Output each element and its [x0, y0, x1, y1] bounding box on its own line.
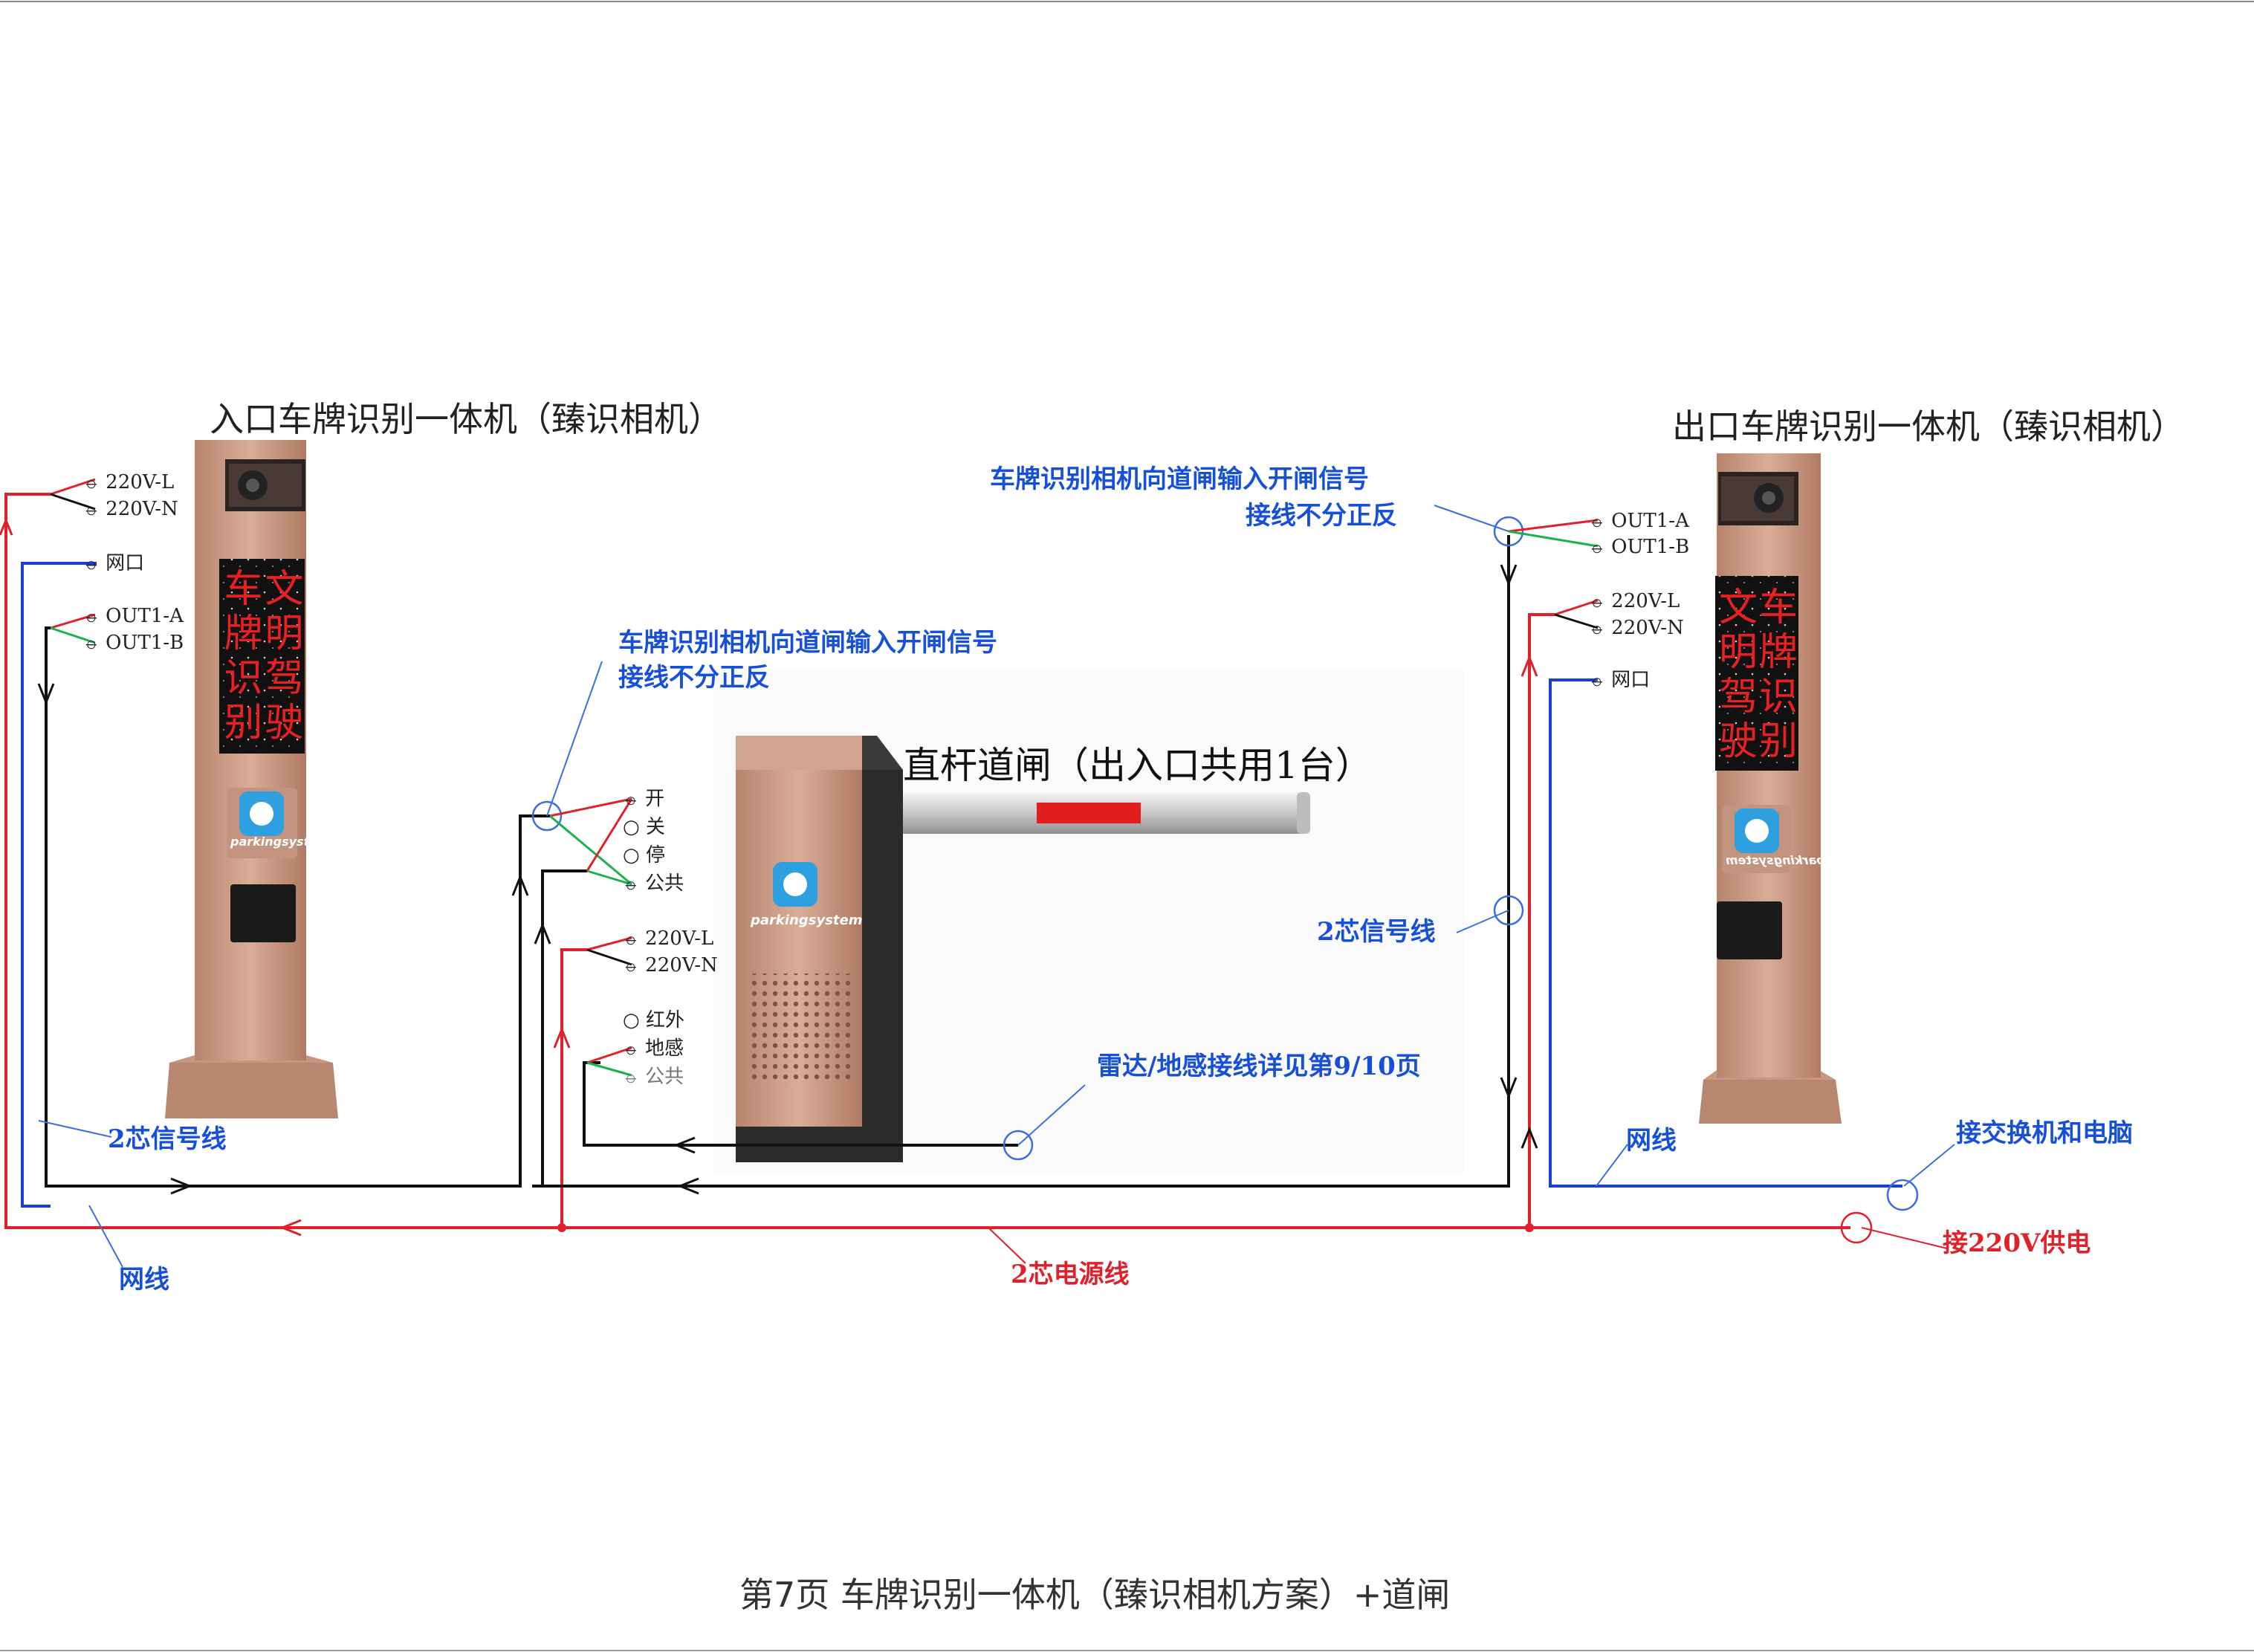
- entry-camera-title: 入口车牌识别一体机（臻识相机）: [210, 399, 722, 439]
- led-char: 识: [1758, 675, 1798, 719]
- terminal-gate-open: ⦵ 开: [623, 788, 665, 810]
- terminal-label: 220V-L: [106, 471, 175, 493]
- note-switch-pc: 接交换机和电脑: [1956, 1118, 2133, 1148]
- terminal-gate-close: ○ 关: [623, 816, 665, 838]
- terminal-label: 关: [645, 816, 665, 838]
- terminal-exit-220v-l: ⦵ 220V-L: [1589, 590, 1680, 612]
- terminal-entry-220v-l: ⦵ 220V-L: [83, 471, 175, 493]
- sensor-line: [583, 1061, 1018, 1147]
- note-signal-left-2: 接线不分正反: [618, 663, 770, 693]
- gate-brand-label: parkingsystem: [751, 913, 863, 928]
- power-junction-exit: [1525, 1223, 1534, 1232]
- note-signal-right-1: 车牌识别相机向道闸输入开闸信号: [990, 464, 1369, 494]
- terminal-label: 220V-N: [645, 954, 718, 976]
- terminal-entry-out1-b: ⦵ OUT1-B: [83, 632, 184, 654]
- power-line-exit: [1528, 613, 1555, 1228]
- note-radar-loop: 雷达/地感接线详见第9/10页: [1097, 1052, 1421, 1081]
- led-char: 别: [1758, 719, 1798, 764]
- terminal-label: OUT1-A: [1611, 510, 1689, 532]
- terminal-exit-network: ⦵ 网口: [1589, 669, 1651, 691]
- terminal-label: 220V-L: [645, 927, 714, 950]
- power-line-gate: [560, 948, 587, 1228]
- network-line-entry: [21, 562, 97, 1208]
- note-network-left: 网线: [119, 1265, 169, 1295]
- terminal-label: 220V-N: [1611, 617, 1684, 639]
- led-char: 驾: [265, 656, 304, 701]
- led-char: 别: [224, 701, 263, 745]
- terminal-exit-220v-n: ⦵ 220V-N: [1589, 617, 1684, 639]
- power-junction-gate: [557, 1223, 566, 1232]
- led-char: 车: [1758, 586, 1798, 630]
- terminal-entry-out1-a: ⦵ OUT1-A: [83, 605, 184, 627]
- terminal-label: 公共: [645, 1066, 684, 1088]
- led-char: 驶: [1718, 719, 1758, 764]
- flow-arrows: [37, 564, 1538, 1195]
- led-char: 文: [1718, 586, 1758, 630]
- exit-camera-title: 出口车牌识别一体机（臻识相机）: [1672, 406, 2185, 447]
- terminal-label: 220V-L: [1611, 590, 1680, 612]
- barrier-gate-title: 直杆道闸（出入口共用1台）: [903, 744, 1373, 787]
- terminal-entry-network: ⦵ 网口: [83, 552, 145, 574]
- led-char: 牌: [1758, 630, 1798, 675]
- terminal-label: 网口: [1611, 669, 1651, 691]
- terminal-gate-infrared: ○ 红外: [623, 1009, 684, 1031]
- note-power-supply: 接220V供电: [1943, 1228, 2091, 1258]
- note-power-line: 2芯电源线: [1011, 1260, 1130, 1289]
- entry-camera-device: [165, 440, 338, 1118]
- terminal-label: 公共: [645, 872, 684, 895]
- terminal-label: 地感: [645, 1037, 684, 1060]
- terminal-gate-common-2: ⦵ 公共: [623, 1066, 684, 1088]
- terminal-label: OUT1-A: [106, 605, 184, 627]
- note-network-right: 网线: [1626, 1126, 1677, 1156]
- led-char: 车: [224, 567, 263, 612]
- terminal-exit-out1-a: ⦵ OUT1-A: [1589, 510, 1689, 532]
- led-char: 文: [265, 567, 304, 612]
- terminal-label: OUT1-B: [1611, 536, 1690, 558]
- page-footer: 第7页 车牌识别一体机（臻识相机方案）+道闸: [739, 1575, 1451, 1615]
- led-char: 牌: [224, 612, 263, 656]
- barrier-gate-device: [713, 669, 1464, 1174]
- terminal-label: 网口: [106, 552, 145, 574]
- led-char: 明: [1718, 630, 1758, 675]
- exit-led-display: 文 车 明 牌 驾 识 驶 别: [1718, 587, 1798, 762]
- led-char: 明: [265, 612, 304, 656]
- led-char: 驶: [265, 701, 304, 745]
- entry-led-display: 车 文 牌 明 识 驾 别 驶: [223, 569, 305, 744]
- note-two-core-signal-left: 2芯信号线: [108, 1124, 227, 1154]
- exit-camera-device: [1699, 453, 1842, 1124]
- wiring: [4, 493, 1902, 1229]
- terminal-label: 开: [645, 788, 665, 810]
- terminal-entry-220v-n: ⦵ 220V-N: [83, 498, 178, 520]
- terminal-label: 停: [645, 844, 665, 867]
- led-char: 识: [224, 656, 263, 701]
- note-signal-right-2: 接线不分正反: [1246, 501, 1397, 531]
- entry-brand-label: parkingsystem: [230, 835, 330, 849]
- terminal-label: 220V-N: [106, 498, 178, 520]
- led-char: 驾: [1718, 675, 1758, 719]
- terminal-label: 红外: [645, 1009, 684, 1031]
- terminal-gate-loop: ⦵ 地感: [623, 1037, 684, 1060]
- terminal-exit-out1-b: ⦵ OUT1-B: [1589, 536, 1690, 558]
- exit-brand-label: parkingsystem: [1726, 853, 1825, 867]
- terminal-gate-220v-l: ⦵ 220V-L: [623, 927, 714, 950]
- terminal-gate-stop: ○ 停: [623, 844, 665, 867]
- terminal-gate-common: ⦵ 公共: [623, 872, 684, 895]
- note-two-core-signal-right: 2芯信号线: [1317, 917, 1436, 947]
- signal-line-entry: [45, 626, 550, 1188]
- terminal-label: OUT1-B: [106, 632, 184, 654]
- terminal-gate-220v-n: ⦵ 220V-N: [623, 954, 718, 976]
- note-signal-left-1: 车牌识别相机向道闸输入开闸信号: [618, 628, 997, 658]
